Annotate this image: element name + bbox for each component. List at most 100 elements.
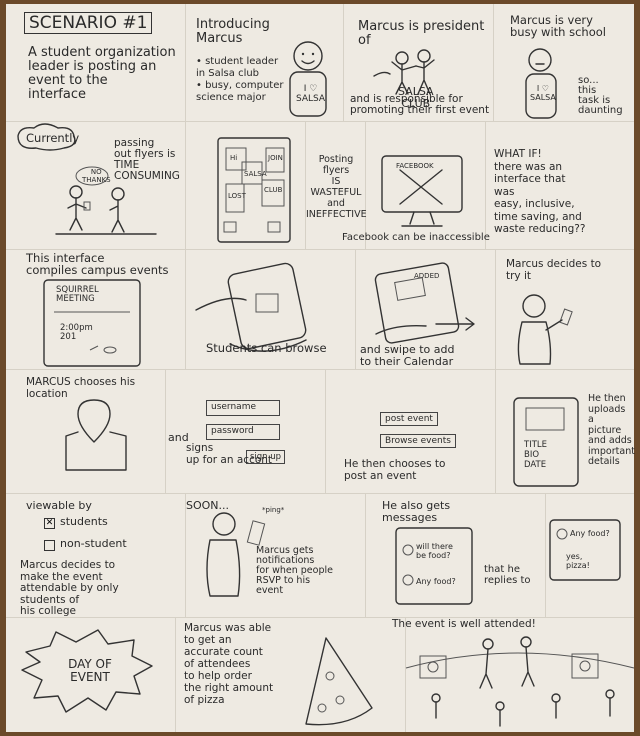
students-checkbox: ✕ <box>44 518 55 529</box>
panel-facebook: FACEBOOK Facebook can be inaccessible <box>342 122 490 250</box>
event-card-time: 2:00pm 201 <box>60 323 93 342</box>
panel-scenario: SCENARIO #1 A student organization leade… <box>6 4 186 122</box>
club-name: SALSA CLUB <box>398 85 434 110</box>
panel-introducing-marcus: Introducing Marcus • student leader in S… <box>186 4 344 122</box>
flyer-2: SALSA <box>244 170 267 178</box>
panel-location: MARCUS chooses his location <box>6 370 166 494</box>
panel-flyer-board: Hi SALSA JOIN CLUB LOST <box>186 122 306 250</box>
flyer-3: JOIN <box>268 154 283 162</box>
panel-president: Marcus is president of SALSA CLUB and is… <box>344 4 494 122</box>
panel-soon: SOON... *ping* Marcus gets notifications… <box>186 494 366 618</box>
wasteful-text: Posting flyers IS WASTEFUL and INEFFECTI… <box>306 154 367 220</box>
burst-icon <box>21 629 153 713</box>
messages-text: He also gets messages <box>382 499 451 524</box>
panel-messages: He also gets messages will there be food… <box>366 494 546 618</box>
flyer-4: CLUB <box>264 186 283 194</box>
busy-text: Marcus is very busy with school <box>510 13 606 39</box>
signup-and: and <box>168 431 189 444</box>
event-card-title: SQUIRREL MEETING <box>56 285 99 304</box>
event-phone-icon <box>43 279 141 367</box>
panel-swipe: ADDED and swipe to add to their Calendar <box>356 250 496 370</box>
upload-phone-icon <box>513 397 579 487</box>
flyer-5: LOST <box>228 192 246 200</box>
marcus-figure-icon <box>289 41 327 117</box>
panel-day-of-event: DAY OF EVENT <box>6 618 176 732</box>
non-student-checkbox <box>44 540 55 551</box>
intro-text: Introducing Marcus <box>196 17 270 46</box>
option-students: students <box>60 515 108 528</box>
password-field: password <box>206 424 280 440</box>
browse-text: Students can browse <box>206 341 327 355</box>
username-field: username <box>206 400 280 416</box>
facebook-screen-label: FACEBOOK <box>396 162 434 170</box>
scenario-text: A student organization leader is posting… <box>28 45 176 102</box>
no-thanks-speech: NO THANKS <box>82 168 111 184</box>
panel-busy: Marcus is very busy with school I ♡ SALS… <box>494 4 634 122</box>
monitor-x-icon <box>381 155 463 227</box>
option-non-student: non-student <box>60 537 127 550</box>
marcus-ping-icon <box>206 512 266 597</box>
compiles-text: This interface compiles campus events <box>26 251 169 277</box>
pizza-slice-icon <box>305 637 373 726</box>
post-event-text: He then chooses to post an event <box>344 458 446 482</box>
president-bottom-text: and is responsible for promoting their f… <box>350 93 490 116</box>
message-any-food: Any food? <box>416 577 456 586</box>
signup-text: signs up for an accont <box>186 442 273 466</box>
day-of-event-text: DAY OF EVENT <box>68 657 112 684</box>
party-crowd-icon <box>405 636 635 727</box>
viewable-text: Marcus decides to make the event attenda… <box>20 559 119 617</box>
notifications-text: Marcus gets notifications for when peopl… <box>256 545 333 596</box>
well-attended-text: The event is well attended! <box>392 618 536 630</box>
panel-well-attended: The event is well attended! <box>392 618 635 732</box>
signup-button: sign up <box>246 450 286 464</box>
president-text: Marcus is president of <box>358 19 485 48</box>
swipe-text: and swipe to add to their Calendar <box>360 343 455 368</box>
reply-yes-pizza: yes, pizza! <box>566 552 590 570</box>
panel-post-event: post event Browse events He then chooses… <box>326 370 496 494</box>
panel-compiles: This interface compiles campus events SQ… <box>6 250 186 370</box>
panel-tries-it: Marcus decides to try it <box>496 250 634 370</box>
intro-bullets: • student leader in Salsa club • busy, c… <box>196 56 284 103</box>
currently-bubble: Currently <box>26 131 80 145</box>
browse-events-button: Browse events <box>380 434 456 448</box>
upload-card-fields: TITLE BIO DATE <box>524 440 547 470</box>
intro-shirt: I ♡ SALSA <box>296 84 326 104</box>
panel-wasteful: Posting flyers IS WASTEFUL and INEFFECTI… <box>306 122 367 250</box>
panel-browse: Students can browse <box>186 250 356 370</box>
swipe-phone-icon <box>374 262 475 344</box>
post-event-button: post event <box>380 412 438 426</box>
panel-what-if: WHAT IF! there was an interface that was… <box>486 122 634 250</box>
marcus-busy-icon <box>525 48 557 119</box>
tries-it-text: Marcus decides to try it <box>506 258 602 282</box>
panel-signup: and username password sign up signs up f… <box>166 370 326 494</box>
currently-text: passing out flyers is TIME CONSUMING <box>114 137 180 182</box>
message-phone-icon <box>395 527 473 605</box>
busy-shirt: I ♡ SALSA <box>530 84 556 102</box>
reply-any-food: Any food? <box>570 529 610 538</box>
scenario-title: SCENARIO #1 <box>24 12 153 34</box>
panel-viewable: viewable by ✕ students non-student Marcu… <box>6 494 186 618</box>
flyer-board-icon <box>217 137 291 243</box>
upload-text: He then uploads a picture and adds impor… <box>588 393 635 467</box>
facebook-text: Facebook can be inaccessible <box>342 232 490 243</box>
accurate-count-text: Marcus was able to get an accurate count… <box>184 622 274 706</box>
ping-label: *ping* <box>262 506 285 514</box>
what-if-text: WHAT IF! there was an interface that was… <box>494 148 586 235</box>
marcus-phone-icon <box>517 294 573 365</box>
panel-currently: Currently passing out flyers is TIME CON… <box>6 122 186 250</box>
reply-phone-icon <box>549 519 621 581</box>
soon-text: SOON... <box>186 499 230 512</box>
cloud-icon <box>17 123 157 235</box>
busy-side-text: so... this task is daunting <box>578 75 623 116</box>
replies-text: that he replies to <box>484 564 531 586</box>
panel-upload: TITLE BIO DATE He then uploads a picture… <box>496 370 635 494</box>
hand-phone-icon <box>195 262 307 352</box>
map-pin-icon <box>65 399 127 471</box>
flyer-1: Hi <box>230 154 238 162</box>
location-text: MARCUS chooses his location <box>26 376 136 400</box>
panel-accurate-count: Marcus was able to get an accurate count… <box>176 618 406 732</box>
dancers-icon <box>373 49 435 95</box>
viewable-title: viewable by <box>26 499 92 512</box>
storyboard-sheet: SCENARIO #1 A student organization leade… <box>6 4 635 732</box>
swipe-added-stamp: ADDED <box>414 272 440 280</box>
